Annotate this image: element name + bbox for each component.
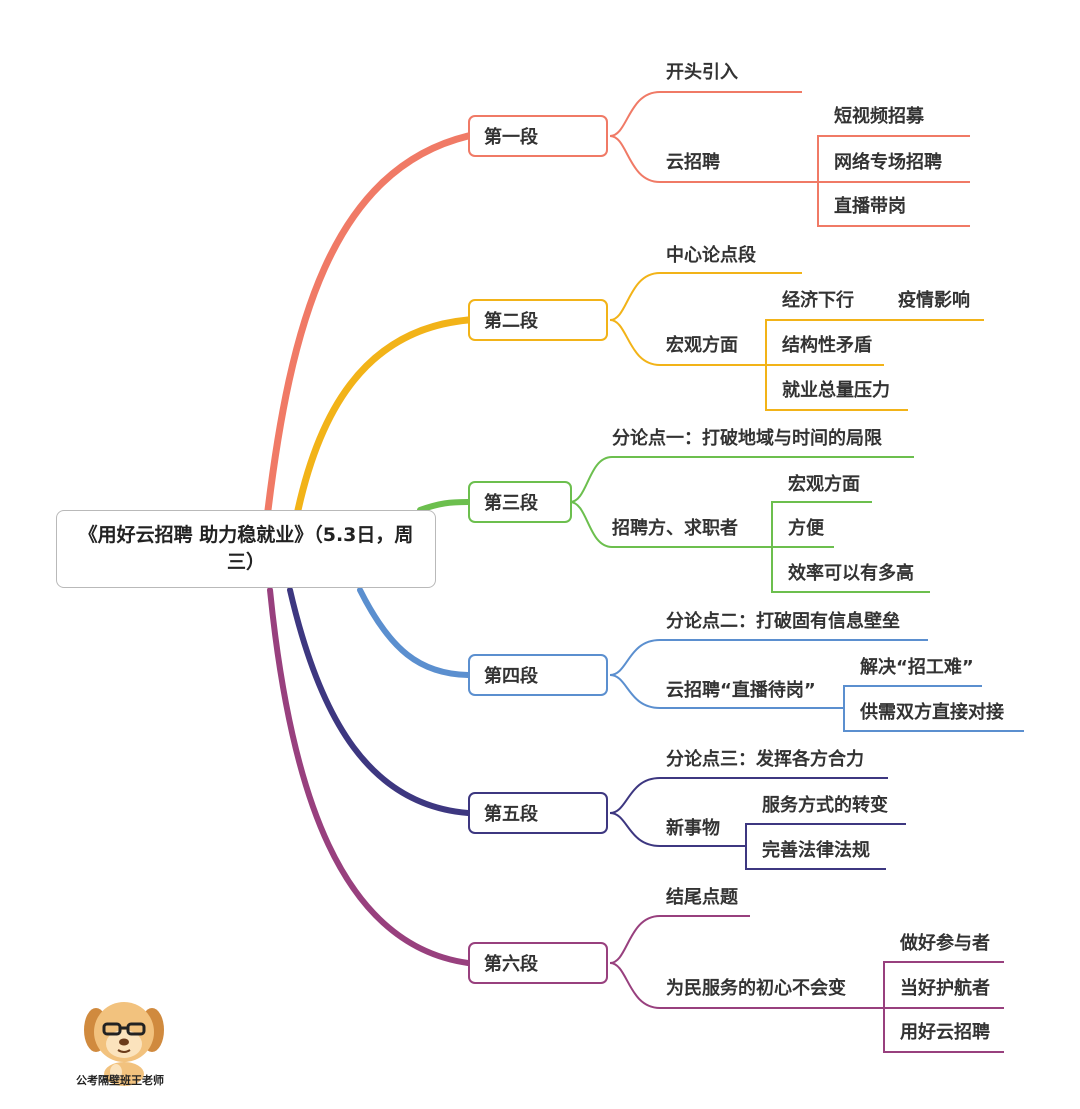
dog-mascot-icon: [84, 1002, 164, 1086]
subtopic-label[interactable]: 当好护航者: [900, 978, 990, 999]
topic-label[interactable]: 分论点二：打破固有信息壁垒: [666, 611, 900, 632]
section-node-5[interactable]: 第五段: [468, 792, 608, 834]
topic-label[interactable]: 开头引入: [666, 62, 738, 83]
topic-label[interactable]: 新事物: [666, 818, 720, 839]
subtopic-label[interactable]: 供需双方直接对接: [860, 702, 1004, 723]
section-label: 第一段: [484, 127, 538, 148]
subtopic-label[interactable]: 就业总量压力: [782, 380, 890, 401]
trunk-2: [294, 316, 472, 514]
topic-label[interactable]: 结尾点题: [666, 887, 738, 908]
watermark-caption: 公考隔壁班王老师: [76, 1074, 164, 1087]
section-node-4[interactable]: 第四段: [468, 654, 608, 696]
subtopic-label[interactable]: 疫情影响: [898, 290, 970, 311]
root-title: 《用好云招聘 助力稳就业》（5.3日，周三）: [78, 524, 414, 573]
root-topic[interactable]: 《用好云招聘 助力稳就业》（5.3日，周三）: [56, 510, 436, 588]
section-node-3[interactable]: 第三段: [468, 481, 572, 523]
subtopic-label[interactable]: 效率可以有多高: [788, 563, 914, 584]
subtopic-label[interactable]: 做好参与者: [900, 933, 990, 954]
trunk-6: [267, 587, 471, 966]
section-node-6[interactable]: 第六段: [468, 942, 608, 984]
subtopic-label[interactable]: 完善法律法规: [762, 840, 870, 861]
topic-label[interactable]: 宏观方面: [666, 335, 738, 356]
subtopic-label[interactable]: 网络专场招聘: [834, 152, 942, 173]
section-label: 第四段: [484, 666, 538, 687]
section-label: 第五段: [484, 804, 538, 825]
topic-label[interactable]: 云招聘: [666, 152, 720, 173]
trunk-5: [287, 587, 471, 816]
topic-label[interactable]: 分论点一：打破地域与时间的局限: [612, 428, 882, 449]
subtopic-label[interactable]: 方便: [788, 518, 824, 539]
trunk-1: [264, 132, 472, 514]
topic-label[interactable]: 招聘方、求职者: [612, 518, 738, 539]
topic-label[interactable]: 分论点三：发挥各方合力: [666, 749, 864, 770]
trunk-4: [357, 587, 471, 678]
section-label: 第六段: [484, 954, 538, 975]
subtopic-label[interactable]: 用好云招聘: [900, 1022, 990, 1043]
subtopic-label[interactable]: 宏观方面: [788, 474, 860, 495]
subtopic-label[interactable]: 结构性矛盾: [782, 335, 872, 356]
section-node-1[interactable]: 第一段: [468, 115, 608, 157]
subtopic-label[interactable]: 短视频招募: [834, 106, 924, 127]
section-node-2[interactable]: 第二段: [468, 299, 608, 341]
section-label: 第二段: [484, 311, 538, 332]
trunk-3: [417, 499, 471, 513]
topic-label[interactable]: 中心论点段: [666, 245, 756, 266]
subtopic-label[interactable]: 直播带岗: [834, 196, 906, 217]
topic-label[interactable]: 为民服务的初心不会变: [666, 978, 846, 999]
topic-label[interactable]: 云招聘“直播待岗”: [666, 680, 816, 701]
subtopic-label[interactable]: 服务方式的转变: [762, 795, 888, 816]
section-label: 第三段: [484, 493, 538, 514]
subtopic-label[interactable]: 解决“招工难”: [860, 657, 974, 678]
subtopic-label[interactable]: 经济下行: [782, 290, 854, 311]
